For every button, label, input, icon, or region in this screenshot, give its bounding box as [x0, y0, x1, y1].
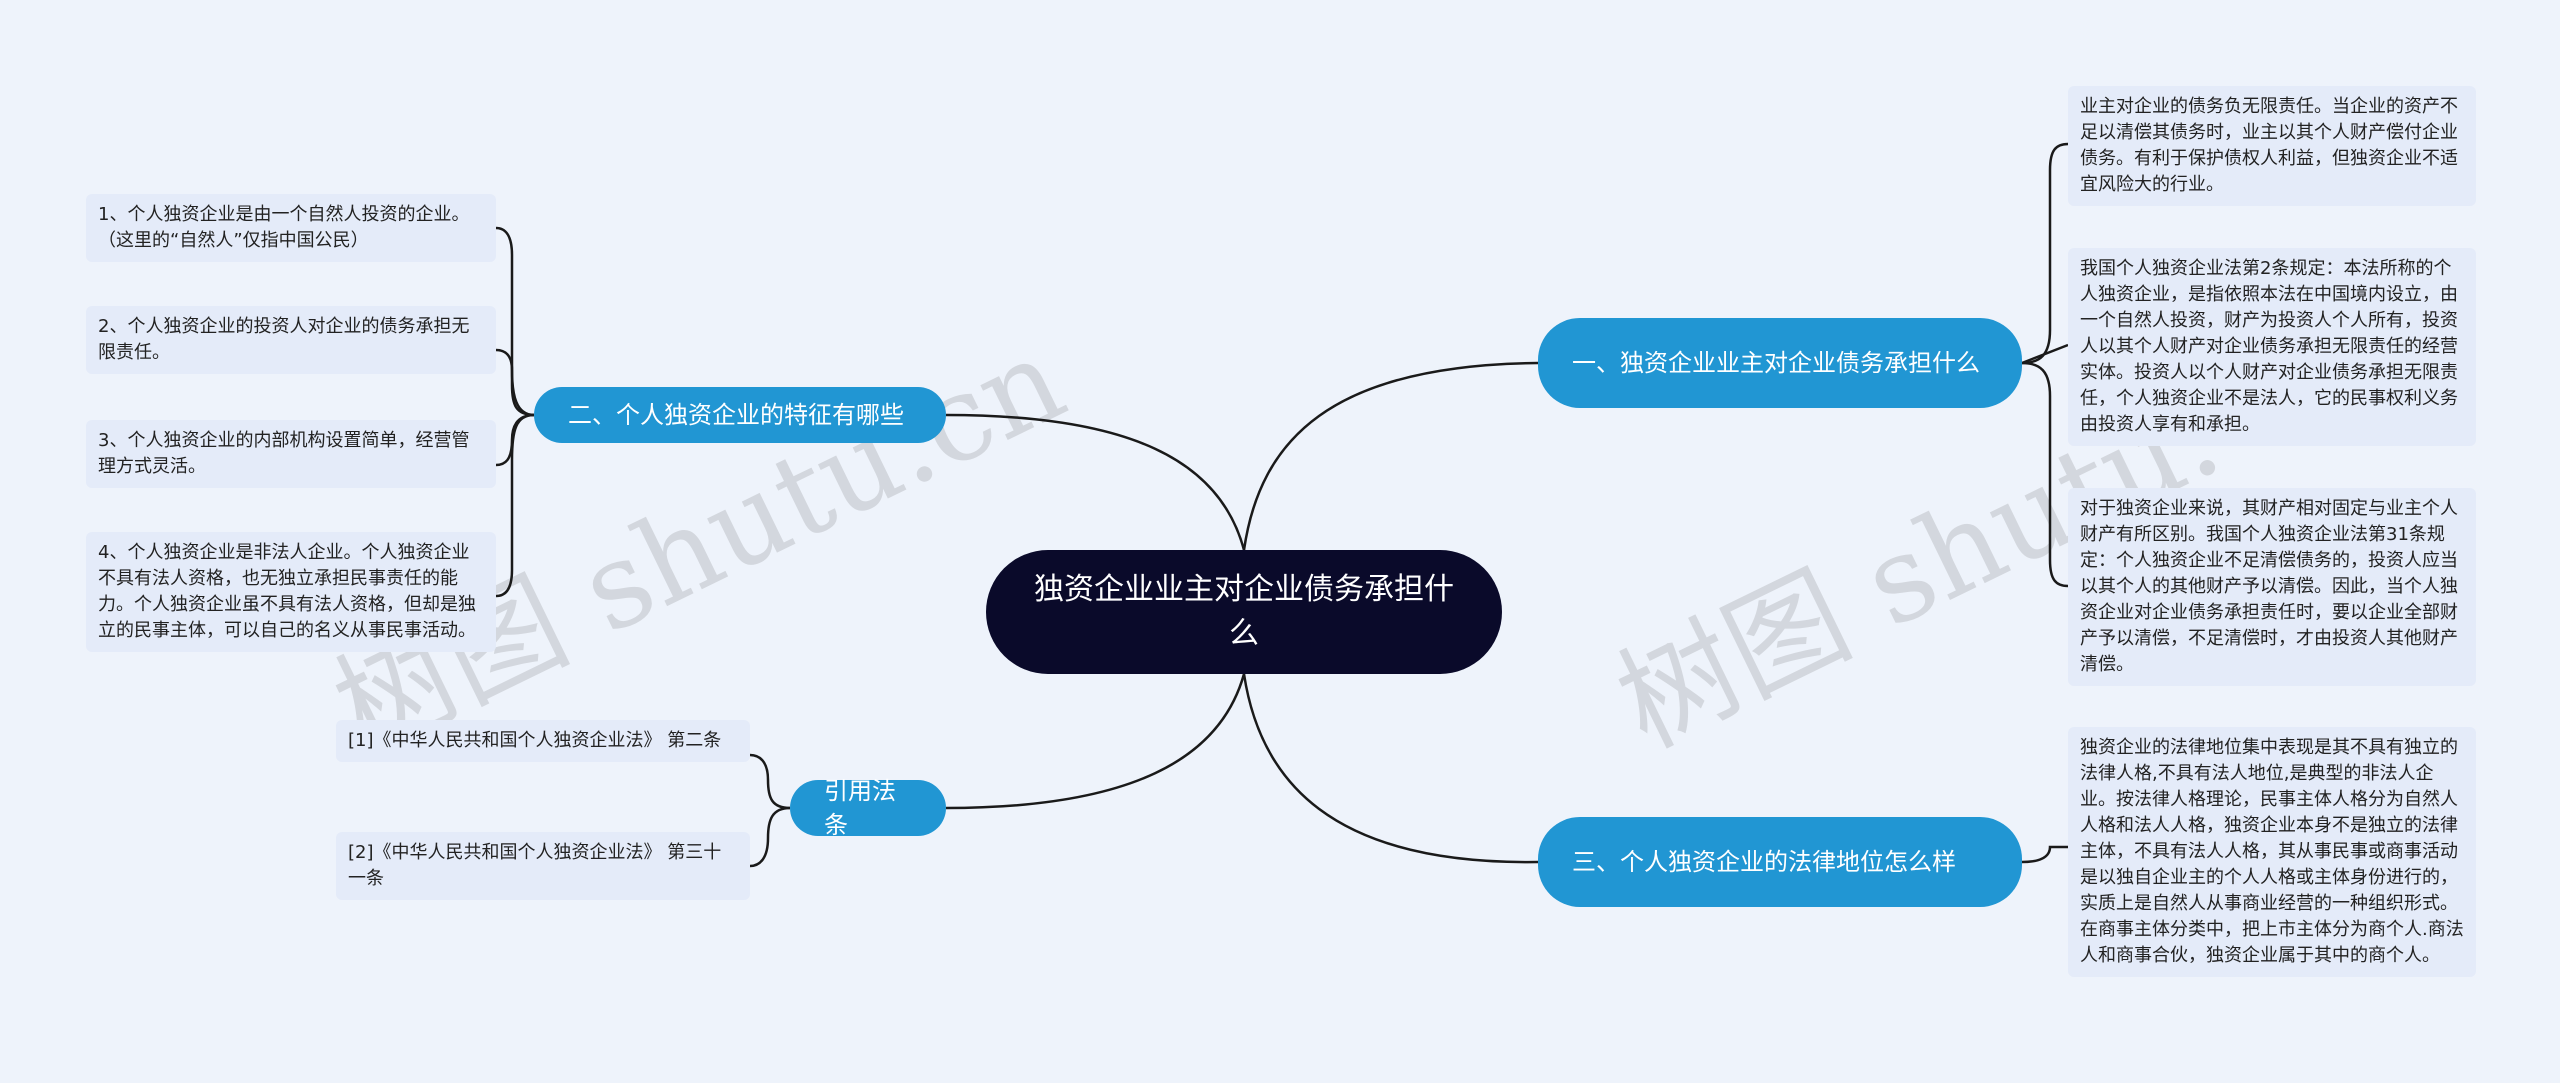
leaf-1-1[interactable]: 业主对企业的债务负无限责任。当企业的资产不足以清偿其债务时，业主以其个人财产偿付…: [2068, 86, 2476, 206]
branch-2-label: 二、个人独资企业的特征有哪些: [568, 401, 904, 429]
leaf-2-1[interactable]: 1、个人独资企业是由一个自然人投资的企业。（这里的“自然人”仅指中国公民）: [86, 194, 496, 262]
branch-citations[interactable]: 引用法条: [790, 777, 946, 839]
leaf-3-1[interactable]: 独资企业的法律地位集中表现是其不具有独立的法律人格,不具有法人地位,是典型的非法…: [2068, 727, 2476, 977]
leaf-1-3[interactable]: 对于独资企业来说，其财产相对固定与业主个人财产有所区别。我国个人独资企业法第31…: [2068, 488, 2476, 686]
leaf-2-3[interactable]: 3、个人独资企业的内部机构设置简单，经营管理方式灵活。: [86, 420, 496, 488]
leaf-2-2[interactable]: 2、个人独资企业的投资人对企业的债务承担无限责任。: [86, 306, 496, 374]
branch-citations-label: 引用法条: [824, 777, 896, 839]
root-node[interactable]: 独资企业业主对企业债务承担什么: [986, 550, 1502, 674]
leaf-citation-2[interactable]: [2]《中华人民共和国个人独资企业法》 第三十一条: [336, 832, 750, 900]
leaf-2-4[interactable]: 4、个人独资企业是非法人企业。个人独资企业不具有法人资格，也无独立承担民事责任的…: [86, 532, 496, 652]
leaf-citation-1[interactable]: [1]《中华人民共和国个人独资企业法》 第二条: [336, 720, 750, 762]
branch-1[interactable]: 一、独资企业业主对企业债务承担什么: [1538, 318, 2022, 408]
root-title: 独资企业业主对企业债务承担什么: [1034, 572, 1454, 651]
branch-1-label: 一、独资企业业主对企业债务承担什么: [1572, 349, 1980, 377]
branch-3-label: 三、个人独资企业的法律地位怎么样: [1572, 848, 1956, 876]
branch-3[interactable]: 三、个人独资企业的法律地位怎么样: [1538, 817, 2022, 907]
leaf-1-2[interactable]: 我国个人独资企业法第2条规定：本法所称的个人独资企业，是指依照本法在中国境内设立…: [2068, 248, 2476, 446]
branch-2[interactable]: 二、个人独资企业的特征有哪些: [534, 387, 946, 443]
